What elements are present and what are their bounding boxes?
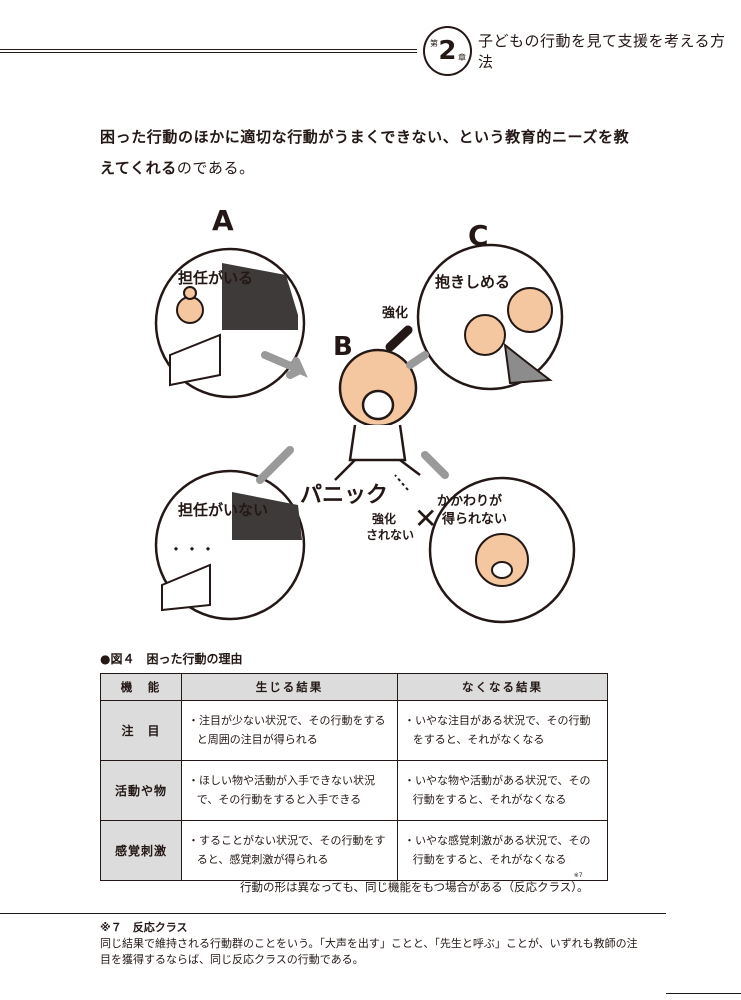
bubble-c-bottom-line2: 得られない — [441, 511, 507, 527]
body-bold-2: えてくれる — [100, 159, 177, 177]
label-c: C — [468, 219, 489, 252]
label-a: A — [212, 205, 234, 237]
row-arise: ・することがない状況で、その行動をすると、感覚刺激が得られる — [181, 820, 398, 881]
cross-mark: ✕ — [414, 502, 437, 535]
header-rule — [0, 49, 741, 50]
table-note-text: 行動の形は異なっても、同じ機能をもつ場合がある（反応クラス）。 — [240, 880, 589, 894]
header-function: 機 能 — [100, 673, 182, 701]
row-remove: ・いやな注目がある状況で、その行動をすると、それがなくなる — [396, 700, 609, 761]
arrow-b-to-c-bottom — [421, 451, 449, 479]
header-rule-inner — [0, 52, 741, 53]
note-reference-mark: ※7 — [573, 872, 583, 879]
footnote-text: 同じ結果で維持される行動群のことをいう。「大声を出す」ことと、「先生と呼ぶ」こと… — [100, 937, 638, 966]
chapter-title: 子どもの行動を見て支援を考える方法 — [477, 32, 726, 71]
row-function: 感覚刺激 — [100, 820, 182, 881]
child-face-c — [464, 314, 506, 356]
adult-face — [507, 287, 553, 333]
row-remove: ・いやな感覚刺激がある状況で、その行動をすると、それがなくなる — [396, 820, 609, 881]
blackboard-bottom — [232, 492, 302, 540]
table-row: 活動や物 ・ほしい物や活動が入手できない状況で、その行動をすると入手できる ・い… — [100, 760, 609, 821]
footnote-rule — [0, 913, 666, 914]
adult-body — [503, 342, 553, 385]
chapter-suffix: 章 — [457, 53, 466, 62]
function-table: 機 能 生じる結果 なくなる結果 注 目 ・注目が少ない状況で、その行動をすると… — [100, 673, 609, 881]
row-function: 活動や物 — [100, 760, 182, 821]
child-b-mouth — [361, 389, 395, 421]
bubble-a-top-text: 担任がいる — [178, 269, 253, 287]
table-note: 行動の形は異なっても、同じ機能をもつ場合がある（反応クラス）。 ※7 — [240, 872, 589, 895]
blackboard-top — [222, 263, 298, 330]
child-b-legs — [334, 459, 421, 481]
table-row: 感覚刺激 ・することがない状況で、その行動をすると、感覚刺激が得られる ・いやな… — [100, 820, 609, 881]
chapter-prefix: 第 — [430, 39, 438, 48]
not-reinforced-line1: 強化 — [372, 511, 396, 526]
table-row: 注 目 ・注目が少ない状況で、その行動をすると周囲の注目が得られる ・いやな注目… — [100, 700, 609, 761]
arrow-b-to-c-top — [406, 351, 429, 369]
arrow-a-top-to-b — [261, 351, 308, 379]
body-bold-1: 困った行動のほかに適切な行動がうまくできない、という教育的ニーズを教 — [100, 128, 630, 146]
teacher-face — [176, 296, 204, 324]
row-function: 注 目 — [100, 700, 182, 761]
row-arise-text: ・することがない状況で、その行動をすると、感覚刺激が得られる — [188, 834, 386, 866]
label-b: B — [333, 332, 353, 362]
header-arise: 生じる結果 — [181, 673, 398, 701]
chapter-badge: 第 2 章 — [423, 26, 472, 76]
reinforce-arrow — [385, 325, 413, 352]
chapter-number: 2 — [438, 36, 457, 66]
dots: ・・・ — [168, 540, 216, 559]
table-header-row: 機 能 生じる結果 なくなる結果 — [100, 673, 609, 701]
desk-top — [169, 333, 221, 387]
behavior-figure: ・・・ A B C 担任がいる 担任がいない 抱きしめる かかわりが 得られない… — [154, 205, 576, 624]
bubble-a-bottom-text: 担任がいない — [178, 501, 268, 519]
row-arise: ・注目が少ない状況で、その行動をすると周囲の注目が得られる — [181, 700, 398, 761]
figure-caption: ●図４ 困った行動の理由 — [100, 652, 243, 666]
bubble-c-top-text: 抱きしめる — [435, 273, 510, 291]
row-remove: ・いやな物や活動がある状況で、その行動をすると、それがなくなる — [396, 760, 609, 821]
teacher-bun — [183, 286, 197, 300]
bottom-rule — [666, 993, 741, 994]
reinforce-label: 強化 — [382, 305, 408, 321]
arrow-a-bottom-to-b — [256, 446, 294, 484]
dotted-arrow — [394, 474, 409, 491]
crying-child-face — [475, 533, 529, 587]
panic-label: パニック — [300, 483, 388, 508]
bubble-c-bottom-line1: かかわりが — [437, 493, 502, 509]
row-remove-text: ・いやな注目がある状況で、その行動をすると、それがなくなる — [403, 714, 591, 746]
footnote-title: ※７ 反応クラス — [100, 921, 188, 934]
row-arise-text: ・注目が少ない状況で、その行動をすると周囲の注目が得られる — [188, 714, 386, 746]
row-arise-text: ・ほしい物や活動が入手できない状況で、その行動をすると入手できる — [188, 774, 375, 806]
header-remove: なくなる結果 — [396, 673, 609, 701]
footnote: ※７ 反応クラス 同じ結果で維持される行動群のことをいう。「大声を出す」ことと、… — [100, 920, 640, 968]
child-b-body — [348, 424, 407, 462]
row-remove-text: ・いやな物や活動がある状況で、その行動をすると、それがなくなる — [403, 774, 591, 806]
not-reinforced-line2: されない — [366, 528, 414, 542]
row-remove-text: ・いやな感覚刺激がある状況で、その行動をすると、それがなくなる — [403, 834, 591, 866]
row-arise: ・ほしい物や活動が入手できない状況で、その行動をすると入手できる — [181, 760, 398, 821]
desk-bottom — [161, 563, 211, 612]
body-normal-2: のである。 — [176, 159, 255, 177]
chapter-header: 第 2 章 子どもの行動を見て支援を考える方法 — [417, 26, 741, 76]
body-paragraph: 困った行動のほかに適切な行動がうまくできない、という教育的ニーズを教 えてくれる… — [100, 122, 640, 184]
crying-mouth — [491, 561, 513, 579]
